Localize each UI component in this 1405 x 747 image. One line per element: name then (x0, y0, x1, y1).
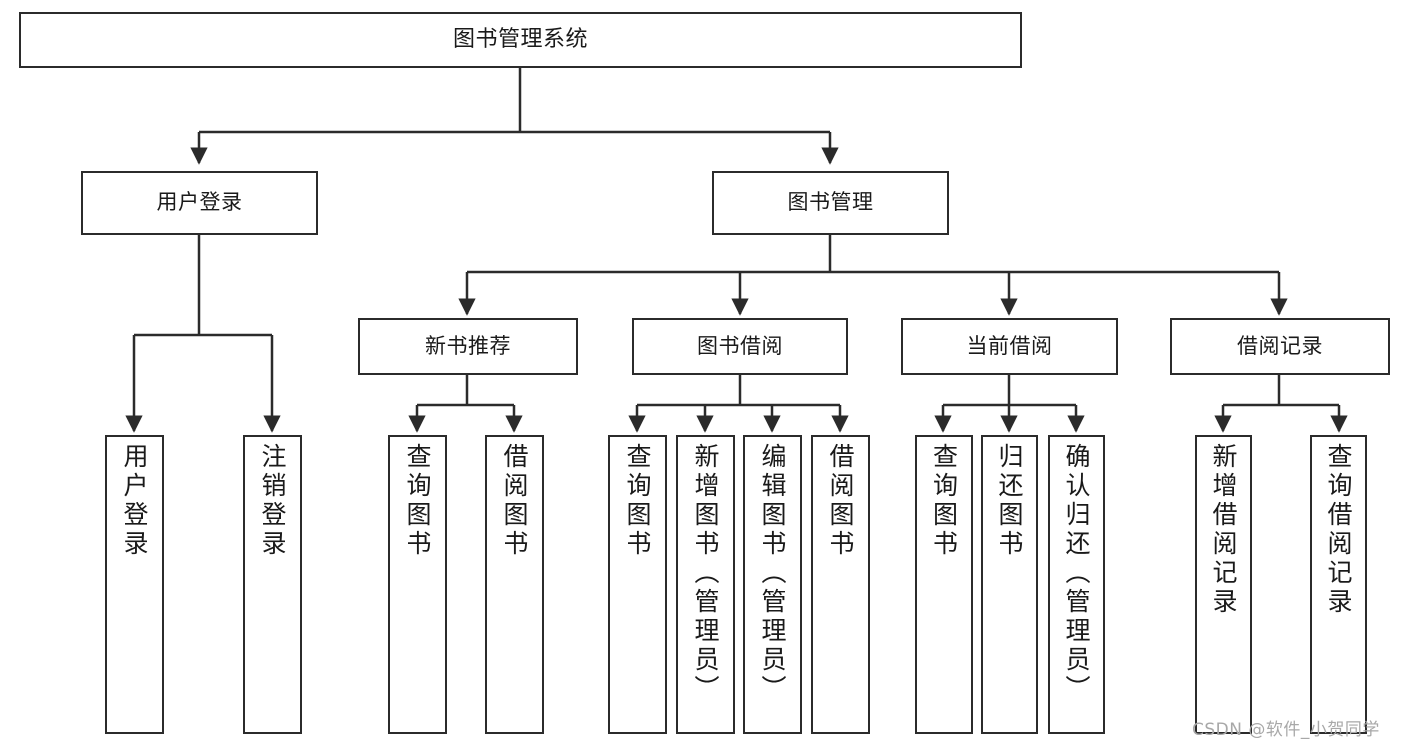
node-label: 借阅图书 (826, 443, 855, 559)
leaf-query-borrow-record[interactable]: 查询借阅记录 (1310, 435, 1367, 734)
node-label: 新增借阅记录 (1209, 443, 1238, 617)
node-label: 图书管理 (787, 190, 874, 215)
node-new-book-recommend[interactable]: 新书推荐 (358, 318, 578, 375)
node-current-borrow[interactable]: 当前借阅 (901, 318, 1118, 375)
node-label: 新书推荐 (425, 333, 511, 358)
node-label: 查询图书 (929, 443, 959, 559)
node-label: 借阅图书 (500, 443, 529, 559)
leaf-borrow-book[interactable]: 借阅图书 (811, 435, 870, 734)
leaf-borrow-book-recommend[interactable]: 借阅图书 (485, 435, 544, 734)
leaf-user-login[interactable]: 用户登录 (105, 435, 164, 734)
node-label: 用户登录 (156, 190, 243, 215)
leaf-query-book-current[interactable]: 查询图书 (915, 435, 973, 734)
node-label: 图书管理系统 (452, 26, 588, 52)
node-label: 借阅记录 (1237, 333, 1323, 358)
node-label: 查询图书 (623, 443, 652, 559)
node-label: 注销登录 (258, 443, 287, 559)
node-label: 图书借阅 (697, 333, 783, 358)
leaf-add-borrow-record[interactable]: 新增借阅记录 (1195, 435, 1252, 734)
node-label: 归还图书 (995, 443, 1024, 559)
node-book-borrow[interactable]: 图书借阅 (632, 318, 848, 375)
node-label: 确认归还（管理员） (1062, 443, 1091, 704)
leaf-logout[interactable]: 注销登录 (243, 435, 302, 734)
leaf-confirm-return-admin[interactable]: 确认归还（管理员） (1048, 435, 1105, 734)
leaf-query-book-borrow[interactable]: 查询图书 (608, 435, 667, 734)
node-label: 当前借阅 (966, 333, 1053, 358)
node-label: 查询图书 (403, 443, 432, 559)
node-label: 用户登录 (120, 443, 149, 559)
leaf-add-book-admin[interactable]: 新增图书（管理员） (676, 435, 735, 734)
node-label: 查询借阅记录 (1324, 443, 1353, 617)
node-user-login[interactable]: 用户登录 (81, 171, 318, 235)
node-book-management[interactable]: 图书管理 (712, 171, 949, 235)
leaf-return-book[interactable]: 归还图书 (981, 435, 1038, 734)
leaf-query-book-recommend[interactable]: 查询图书 (388, 435, 447, 734)
node-borrow-record[interactable]: 借阅记录 (1170, 318, 1390, 375)
leaf-edit-book-admin[interactable]: 编辑图书（管理员） (743, 435, 802, 734)
node-label: 新增图书（管理员） (691, 443, 720, 704)
node-root-system[interactable]: 图书管理系统 (19, 12, 1022, 68)
node-label: 编辑图书（管理员） (758, 443, 787, 704)
